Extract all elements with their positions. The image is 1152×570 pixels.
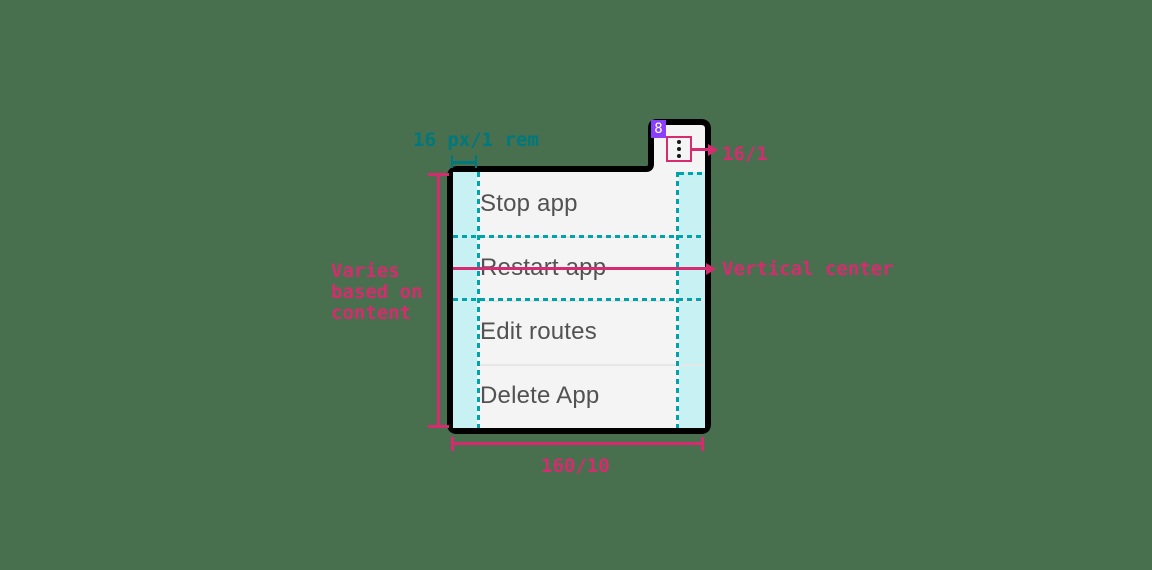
height-measure-label: Varies based on content <box>331 260 423 324</box>
menu-item-stop-app[interactable]: Stop app <box>480 190 578 217</box>
vertical-center-arrowhead <box>706 262 716 275</box>
padding-measure-bracket <box>451 155 477 168</box>
icon-size-arrowhead <box>708 143 718 156</box>
item-top-bound-dashed-line <box>453 235 705 238</box>
vertical-center-label: Vertical center <box>722 258 894 280</box>
height-measure-line <box>437 174 440 427</box>
menu-item-edit-routes[interactable]: Edit routes <box>480 318 597 345</box>
vertical-center-line <box>453 267 708 270</box>
item-divider <box>479 300 705 302</box>
overflow-menu-button[interactable] <box>666 136 692 162</box>
height-measure-bottom-cap <box>428 425 449 428</box>
step-badge: 8 <box>651 120 666 138</box>
overflow-menu-vertical-icon <box>677 140 681 158</box>
right-padding-top-dashed-line <box>679 172 705 175</box>
height-measure-top-cap <box>428 173 449 176</box>
item-divider <box>479 364 705 366</box>
item-bottom-bound-dashed-line <box>453 298 705 301</box>
width-measure-label: 160/10 <box>541 455 610 477</box>
icon-size-label: 16/1 <box>722 143 768 165</box>
icon-size-arrow-line <box>692 148 710 151</box>
menu-item-delete-app[interactable]: Delete App <box>480 382 600 409</box>
menu-item-list: Stop app Restart app Edit routes Delete … <box>453 172 705 428</box>
width-measure-bracket <box>451 437 704 451</box>
overflow-menu-panel: Stop app Restart app Edit routes Delete … <box>453 172 705 428</box>
padding-measure-label: 16 px/1 rem <box>413 129 539 151</box>
